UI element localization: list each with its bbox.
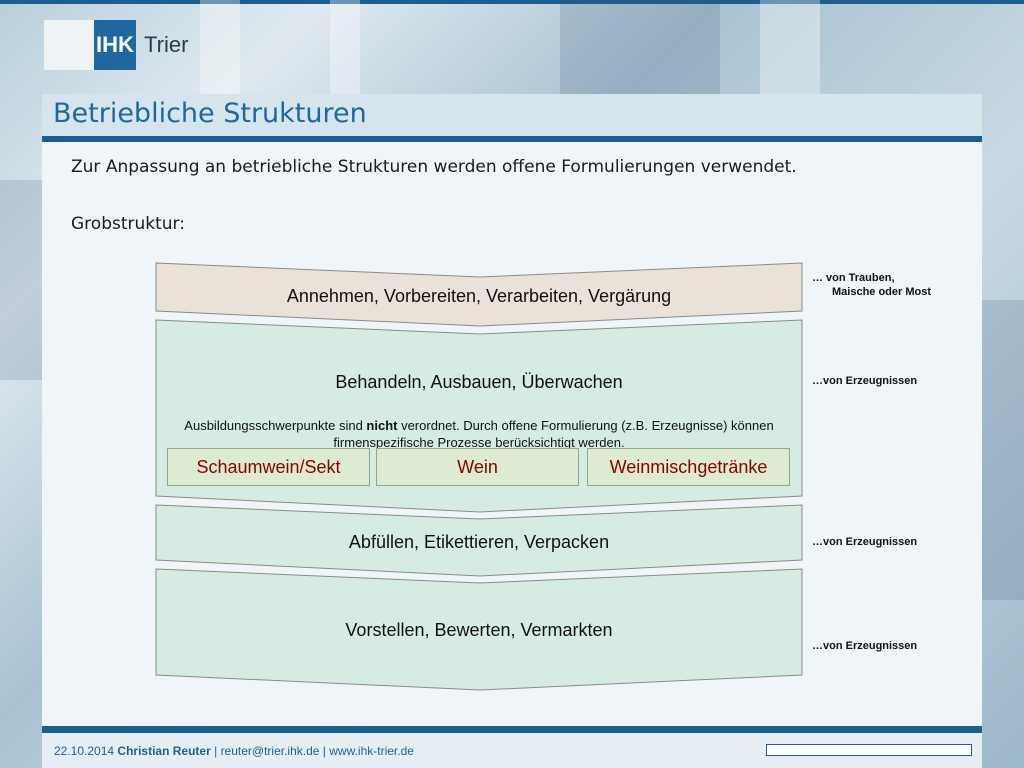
slide-title: Betriebliche Strukturen <box>53 98 367 129</box>
stage-2-note: Ausbildungsschwerpunkte sind nicht veror… <box>172 417 786 451</box>
footer-separator: | <box>210 744 221 758</box>
background-decoration <box>330 0 360 94</box>
subheading-text: Grobstruktur: <box>71 214 185 234</box>
footer-separator: | <box>319 744 330 758</box>
product-box-wein: Wein <box>376 448 579 486</box>
footer-text: 22.10.2014 Christian Reuter | reuter@tri… <box>54 744 414 758</box>
slide-content: Betriebliche Strukturen Zur Anpassung an… <box>42 94 982 734</box>
logo-ihk-text: IHK <box>94 20 136 70</box>
footer-web-link[interactable]: www.ihk-trier.de <box>329 744 414 758</box>
title-band: Betriebliche Strukturen <box>42 94 982 136</box>
stage-label-3: Abfüllen, Etikettieren, Verpacken <box>348 532 610 552</box>
side-note-1a: … von Trauben, <box>812 272 895 284</box>
top-accent-line <box>0 0 1024 4</box>
background-decoration <box>560 0 720 94</box>
side-note-4: …von Erzeugnissen <box>812 640 918 652</box>
background-decoration <box>0 180 42 380</box>
footer-date: 22.10.2014 <box>54 744 115 758</box>
note-text: Ausbildungsschwerpunkte sind <box>184 418 367 433</box>
note-text: verordnet. Durch offene Formulierung (z.… <box>333 418 774 450</box>
product-box-schaumwein: Schaumwein/Sekt <box>167 448 370 486</box>
side-note-1b: Maische oder Most <box>832 286 932 298</box>
ihk-trier-logo: IHK Trier <box>44 20 188 70</box>
side-note-3: …von Erzeugnissen <box>812 536 918 548</box>
footer-rule <box>42 726 982 733</box>
stage-shape-1 <box>155 262 803 327</box>
stage-label-4: Vorstellen, Bewerten, Vermarkten <box>345 620 613 640</box>
stage-shape-3 <box>155 504 803 577</box>
footer-author: Christian Reuter <box>117 744 211 758</box>
intro-text: Zur Anpassung an betriebliche Strukturen… <box>71 157 797 177</box>
background-decoration <box>982 300 1024 600</box>
logo-mark: IHK <box>44 20 136 70</box>
title-rule <box>42 136 982 142</box>
stage-shape-4 <box>155 568 803 691</box>
stage-label-2: Behandeln, Ausbauen, Überwachen <box>335 372 623 392</box>
footer-placeholder-box <box>766 744 972 756</box>
side-note-2: …von Erzeugnissen <box>812 375 918 387</box>
background-decoration <box>760 0 820 94</box>
stage-label-1: Annehmen, Vorbereiten, Verarbeiten, Verg… <box>286 286 672 306</box>
product-box-weinmischgetraenke: Weinmischgetränke <box>587 448 790 486</box>
note-emphasis: nicht <box>366 418 398 433</box>
footer-email-link[interactable]: reuter@trier.ihk.de <box>220 744 320 758</box>
logo-city-text: Trier <box>144 32 189 57</box>
background-decoration <box>200 0 240 94</box>
